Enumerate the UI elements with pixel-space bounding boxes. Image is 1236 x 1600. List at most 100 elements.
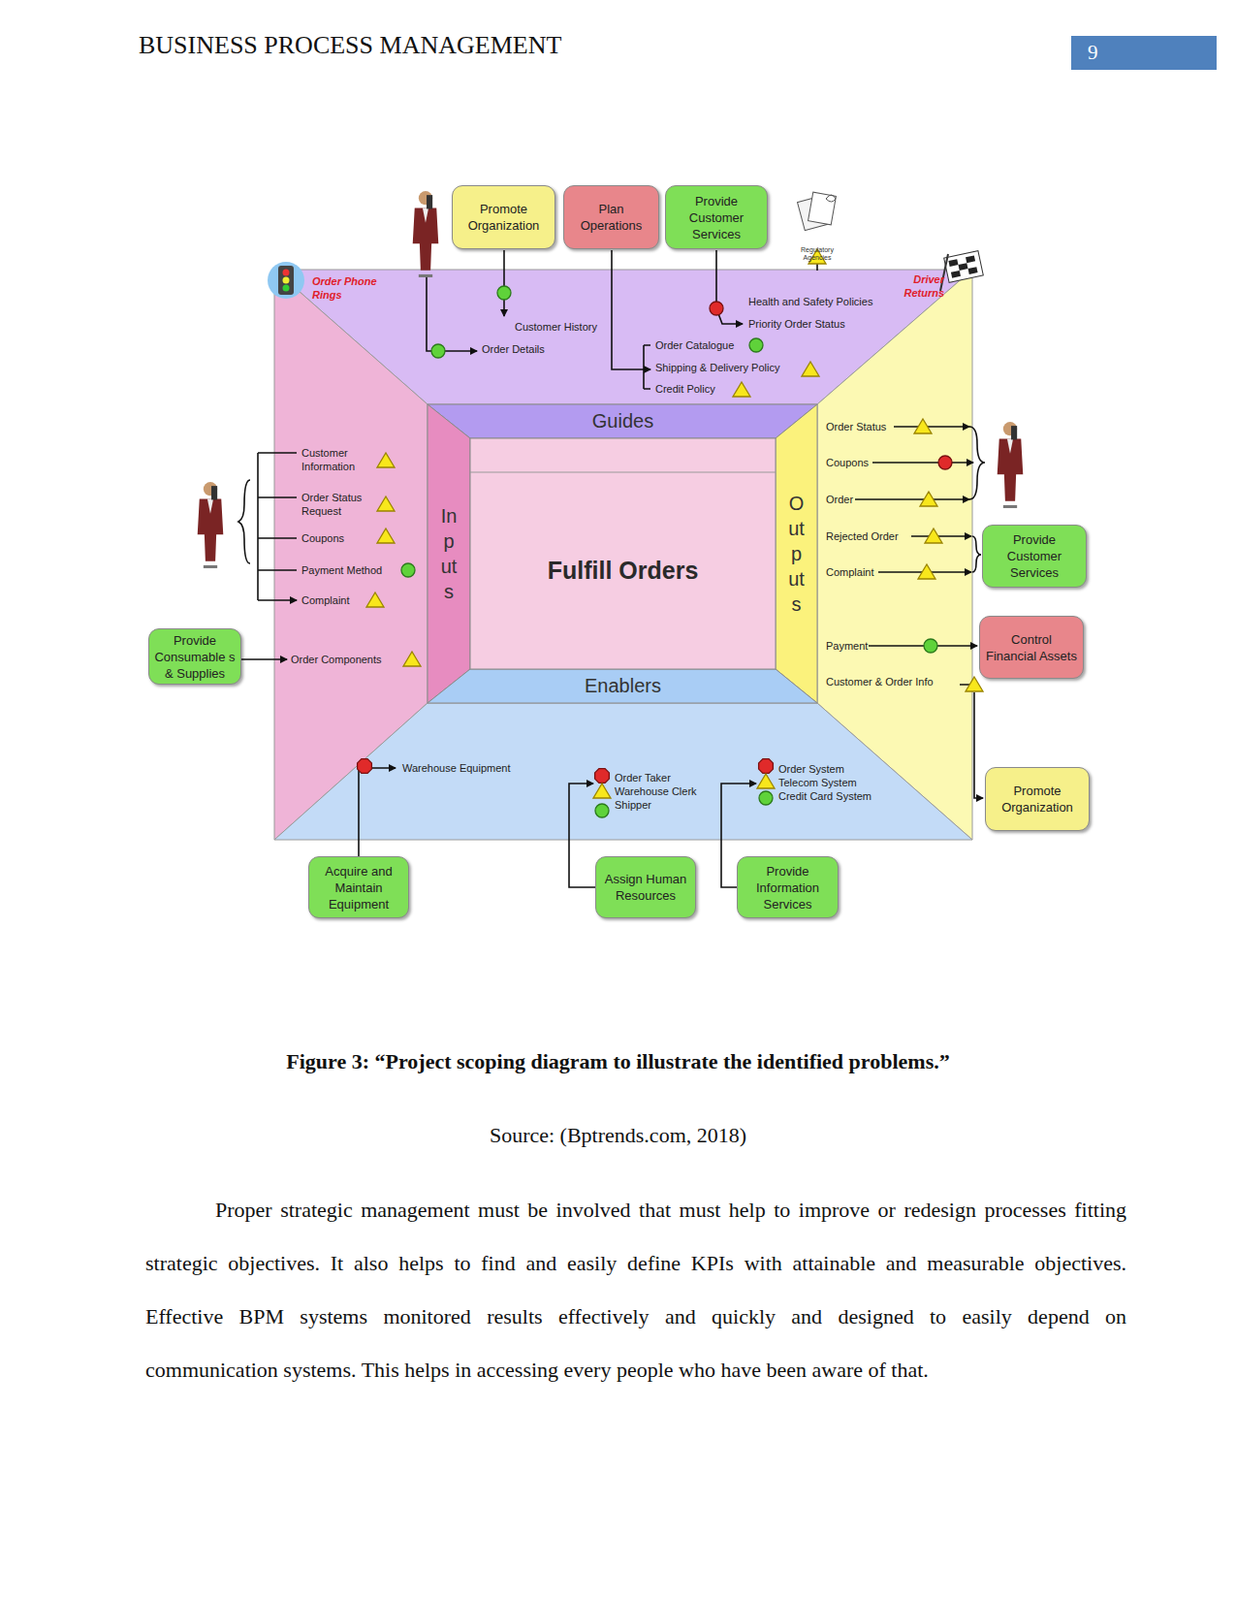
ok-circle	[759, 791, 773, 805]
item-label: Complaint	[825, 565, 875, 579]
node-text: Plan Operations	[569, 200, 654, 234]
stop-octagon	[595, 768, 610, 784]
item-label: Health and Safety Policies	[748, 294, 873, 309]
item-label: Order	[825, 492, 854, 507]
item-label: Customer History	[514, 319, 598, 334]
item-label: Customer Information	[301, 445, 372, 474]
inputs-band: Inputs	[427, 438, 471, 669]
warning-triangle	[918, 564, 936, 579]
frame-regions	[274, 269, 973, 840]
warning-triangle	[377, 452, 395, 468]
stop-octagon	[759, 759, 774, 774]
process-box: Promote Organization	[984, 766, 1090, 831]
result-label: Driver Returns	[884, 272, 945, 300]
warning-triangle	[914, 418, 932, 434]
outputs-band: Outputs	[775, 438, 818, 669]
warning-triangle	[757, 773, 775, 789]
item-label: Complaint	[301, 593, 350, 607]
problem-circle	[709, 301, 724, 316]
item-label: Order Status Request	[301, 490, 372, 518]
leader-lines-part	[643, 345, 651, 389]
item-label: Warehouse Equipment	[402, 760, 511, 775]
process-box: Provide Information Services	[736, 855, 839, 919]
leader-lines-part	[241, 658, 287, 661]
frame-regions-part	[274, 702, 973, 840]
frame-regions-part	[470, 472, 776, 474]
node-text: Guides	[592, 410, 654, 433]
guides-band: Guides	[470, 404, 776, 439]
item-label: Credit Card System	[778, 789, 872, 803]
trigger-icons-part	[283, 277, 290, 285]
process-box: Provide Consumable s & Supplies	[148, 628, 242, 685]
item-label: Coupons	[825, 455, 869, 470]
item-label: Order System	[778, 761, 845, 776]
body-paragraph: Proper strategic management must be invo…	[145, 1182, 1127, 1396]
item-label: Customer & Order Info	[825, 674, 934, 689]
item-label: Shipper	[614, 797, 652, 812]
warning-triangle	[377, 496, 395, 511]
leader-lines	[238, 250, 985, 888]
item-label: Payment	[825, 638, 868, 653]
warning-triangle	[377, 528, 395, 543]
item-label: Priority Order Status	[748, 316, 846, 331]
trigger-icons-part	[283, 285, 290, 292]
node-text: Fulfill Orders	[547, 556, 699, 585]
ok-circle	[595, 803, 609, 818]
leader-lines-part	[611, 250, 651, 370]
leader-lines-part	[872, 461, 974, 464]
trigger-icons-part	[940, 253, 949, 291]
item-label: Telecom System	[778, 775, 857, 790]
leader-lines-part	[238, 479, 251, 564]
node-text: Outputs	[787, 490, 807, 617]
leader-lines-part	[868, 644, 978, 647]
node-text: Assign Human Resources	[601, 870, 691, 904]
leader-lines-part	[569, 783, 596, 888]
node-text: Promote Organization	[990, 782, 1084, 816]
process-box: Plan Operations	[563, 185, 660, 250]
leader-lines-part	[972, 536, 982, 572]
actor-figures-part	[997, 421, 1024, 508]
trigger-icons-part	[278, 265, 294, 295]
warning-triangle	[965, 676, 983, 692]
item-label: Shipping & Delivery Policy	[655, 360, 780, 375]
node-text: Provide Information Services	[742, 862, 833, 913]
trigger-icons-part	[808, 191, 837, 225]
warning-triangle	[919, 491, 938, 507]
leader-lines-part	[959, 684, 983, 798]
figure-caption: Figure 3: “Project scoping diagram to il…	[0, 1048, 1236, 1075]
warning-triangle	[403, 651, 421, 666]
item-label: Order Details	[481, 342, 545, 356]
item-label: Payment Method	[301, 563, 382, 577]
leader-lines-part	[358, 767, 396, 856]
node-text: Enablers	[584, 674, 662, 698]
problem-circle	[938, 455, 952, 470]
warning-triangle	[801, 361, 820, 377]
trigger-icons-part	[283, 269, 290, 277]
leader-lines-part	[426, 276, 477, 351]
frame-regions-part	[427, 404, 818, 439]
trigger-icons-part	[825, 194, 836, 202]
figure-source: Source: (Bptrends.com, 2018)	[0, 1122, 1236, 1148]
ok-circle	[923, 638, 938, 653]
item-label: Order Components	[290, 652, 382, 666]
warning-triangle	[732, 381, 751, 397]
item-label: Coupons	[301, 531, 345, 545]
process-box: Promote Organization	[451, 185, 556, 250]
page-number: 9	[1071, 35, 1217, 70]
ok-circle	[497, 285, 511, 300]
stop-octagon	[357, 759, 373, 774]
process-box: Provide Customer Services	[665, 185, 768, 250]
process-title: Fulfill Orders	[470, 472, 776, 669]
item-label: Rejected Order	[825, 529, 899, 543]
node-text: Acquire and Maintain Equipment	[314, 862, 404, 913]
process-box: Acquire and Maintain Equipment	[308, 855, 410, 919]
ok-circle	[401, 563, 415, 577]
node-text: Control Financial Assets	[984, 631, 1078, 665]
warning-triangle	[366, 592, 384, 607]
frame-regions-part	[470, 438, 776, 669]
process-box: Assign Human Resources	[595, 855, 697, 919]
ok-circle	[431, 344, 445, 358]
icon-caption: Regulatory Agencies	[792, 246, 842, 262]
leader-lines-part	[893, 425, 970, 428]
